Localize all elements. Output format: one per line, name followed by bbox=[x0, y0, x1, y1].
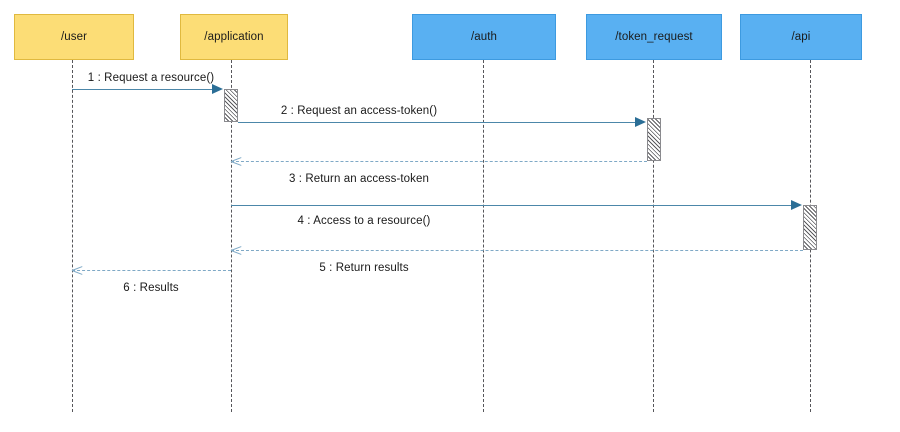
lifeline-header-application[interactable]: /application bbox=[180, 14, 288, 60]
lifeline-label-auth: /auth bbox=[470, 31, 498, 43]
arrowhead-right-icon-4 bbox=[791, 199, 802, 210]
lifeline-header-user[interactable]: /user bbox=[14, 14, 134, 60]
lifeline-header-auth[interactable]: /auth bbox=[412, 14, 556, 60]
message-label-3: 3 : Return an access-token bbox=[288, 173, 430, 185]
message-label-5: 5 : Return results bbox=[319, 262, 409, 274]
message-label-4: 4 : Access to a resource() bbox=[297, 215, 431, 227]
lifeline-header-token-request[interactable]: /token_request bbox=[586, 14, 722, 60]
arrowhead-right-icon-1 bbox=[212, 83, 223, 94]
activation-bar-application bbox=[224, 89, 238, 122]
lifeline-label-token-request: /token_request bbox=[615, 31, 693, 43]
arrowhead-right-icon-2 bbox=[635, 116, 646, 127]
message-line-2[interactable] bbox=[238, 122, 636, 123]
message-line-5[interactable] bbox=[231, 250, 803, 251]
lifeline-stem-auth bbox=[483, 60, 484, 412]
activation-bar-api bbox=[803, 205, 817, 250]
lifeline-label-api: /api bbox=[791, 31, 811, 43]
message-line-4[interactable] bbox=[231, 205, 792, 206]
lifeline-stem-user bbox=[72, 60, 73, 412]
message-line-3[interactable] bbox=[231, 161, 647, 162]
lifeline-stem-token-request bbox=[653, 60, 654, 412]
lifeline-label-user: /user bbox=[60, 31, 88, 43]
lifeline-stem-application bbox=[231, 60, 232, 412]
message-label-6: 6 : Results bbox=[123, 282, 179, 294]
lifeline-label-application: /application bbox=[204, 31, 264, 43]
activation-bar-token-request bbox=[647, 118, 661, 161]
message-label-2: 2 : Request an access-token() bbox=[280, 105, 438, 117]
message-label-1: 1 : Request a resource() bbox=[87, 72, 215, 84]
message-line-6[interactable] bbox=[72, 270, 231, 271]
message-line-1[interactable] bbox=[72, 89, 217, 90]
lifeline-header-api[interactable]: /api bbox=[740, 14, 862, 60]
